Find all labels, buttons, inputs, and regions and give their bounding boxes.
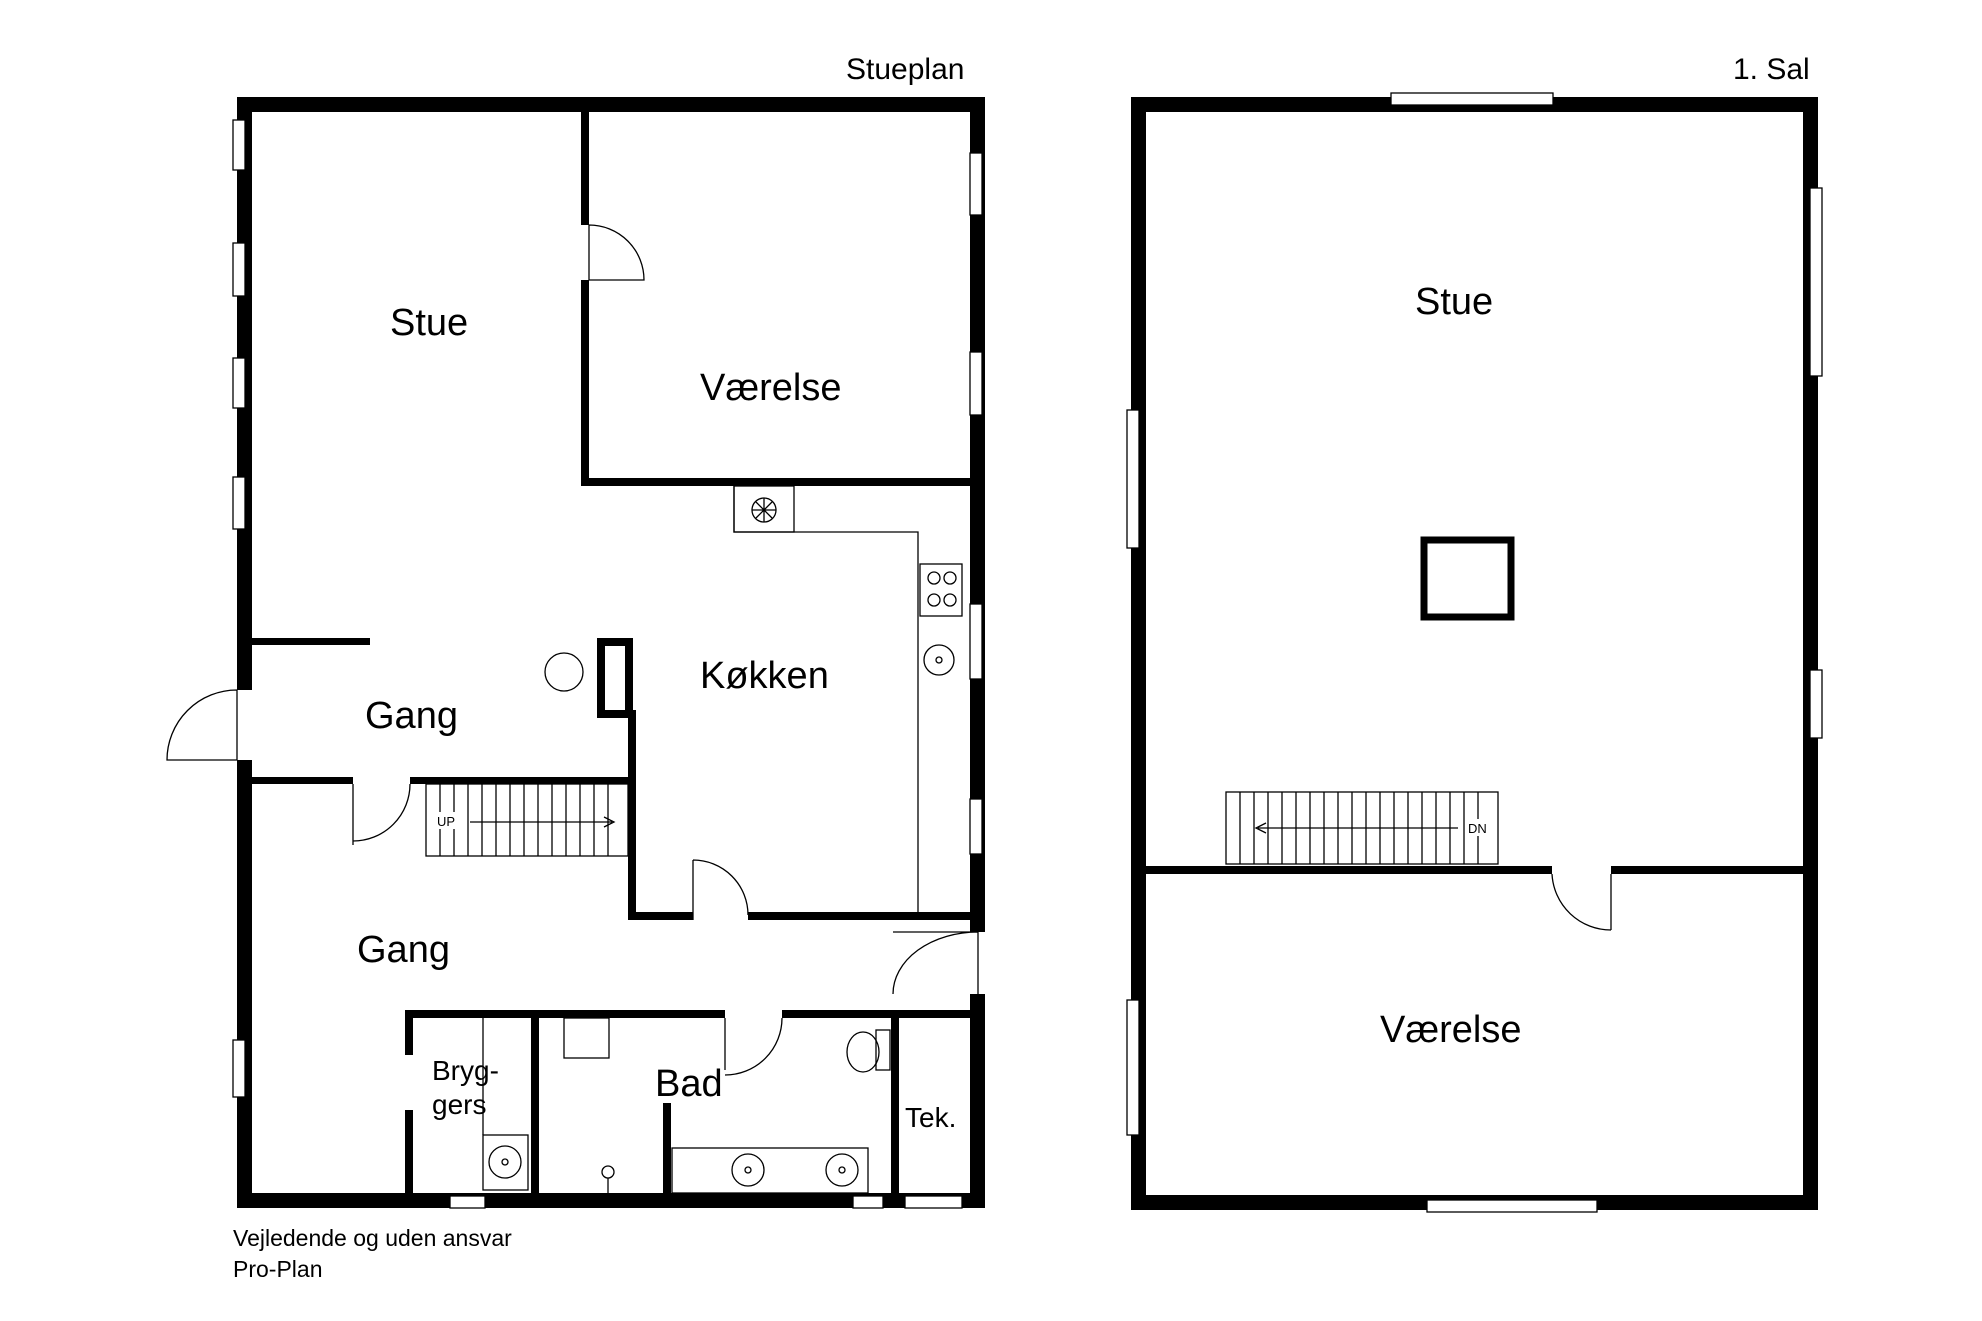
floor-drain-icon [601, 1165, 615, 1179]
window [232, 476, 246, 530]
gang-upper-wall-bottom-a [250, 777, 353, 784]
door-swing [724, 1017, 783, 1076]
bath-fixtures [482, 1017, 891, 1194]
window [232, 357, 246, 409]
gf-wall-left-lower [237, 760, 252, 1208]
kitchen-counter [733, 486, 919, 915]
vaerelse-wall-bottom [581, 478, 973, 486]
window [1390, 92, 1554, 106]
gf-wall-top [237, 97, 984, 112]
footer-credit: Pro-Plan [233, 1256, 322, 1282]
bryggers-wall-left-a [405, 1010, 413, 1055]
washer-icon [563, 1017, 610, 1059]
room-label-vaerelse: Værelse [700, 367, 842, 409]
kitchen-sink-icon [923, 644, 955, 676]
window [232, 1039, 246, 1098]
ff-windows [1126, 92, 1823, 1213]
gf-doors [166, 224, 979, 1076]
service-wall-top-a [405, 1010, 725, 1018]
door-swing [892, 931, 979, 995]
bath-vanity-icon [671, 1147, 869, 1194]
gf-staircase: UP [425, 783, 629, 857]
service-wall-top-b [782, 1010, 972, 1018]
window [969, 603, 983, 680]
window [969, 351, 983, 416]
door-swing [352, 783, 411, 845]
bad-teknik-wall [891, 1010, 899, 1200]
koekken-wall-bottom-a [628, 912, 693, 920]
bryggers-sink-icon [482, 1134, 529, 1191]
floor-title-ground: Stueplan [846, 53, 964, 86]
window [969, 152, 983, 216]
ff-chimney [1420, 536, 1515, 621]
room-label-gang-upper: Gang [365, 695, 458, 737]
room-label-koekken: Køkken [700, 655, 829, 697]
gang-upper-wall-top [250, 638, 370, 645]
ground-floor-plan: UP [166, 53, 985, 1209]
room-label-ff-vaerelse: Værelse [1380, 1009, 1522, 1051]
window [1809, 187, 1823, 377]
ff-staircase: DN [1225, 791, 1499, 865]
first-floor-plan: DN Stue Værelse 1. Sal [1126, 53, 1823, 1213]
bryggers-wall-left-b [405, 1110, 413, 1200]
gang-upper-wall-bottom-b [410, 777, 635, 784]
koekken-wall-bottom-b [748, 912, 972, 920]
chimney-pillar-left [597, 638, 605, 718]
floor-title-first: 1. Sal [1733, 53, 1810, 86]
gf-wall-right-lower [970, 994, 985, 1208]
door-swing [166, 689, 238, 761]
bath-sink-icon [731, 1153, 765, 1187]
window [1426, 1199, 1598, 1213]
window [1126, 999, 1140, 1136]
stair-up-label: UP [437, 814, 455, 829]
window [1809, 669, 1823, 739]
toilet-icon [846, 1031, 880, 1073]
ff-wall-left [1131, 97, 1146, 1210]
room-label-stue: Stue [390, 302, 468, 344]
footer-disclaimer: Vejledende og uden ansvar [233, 1225, 512, 1251]
gf-windows [232, 119, 983, 1209]
room-label-bryggers-line1: Bryg- [432, 1055, 499, 1086]
koekken-wall-left [628, 710, 636, 920]
chimney-pillar-bottom [597, 710, 633, 718]
window [449, 1195, 486, 1209]
kitchen-fixtures [544, 485, 963, 915]
door-swing [1551, 873, 1612, 931]
stove-round-icon [544, 652, 584, 692]
door-swing [692, 859, 749, 920]
room-label-teknik: Tek. [905, 1102, 956, 1133]
bath-sink-icon [825, 1153, 859, 1187]
hob-icon [919, 563, 963, 617]
gf-wall-bottom [237, 1193, 984, 1208]
room-label-bad: Bad [655, 1063, 723, 1105]
vaerelse-wall-left-top [581, 110, 589, 225]
room-label-gang-lower: Gang [357, 929, 450, 971]
bad-inner-wall [663, 1103, 671, 1200]
vaerelse-wall-left-bottom [581, 280, 589, 485]
chimney-pillar-top [597, 638, 632, 646]
ff-partition-a [1144, 866, 1552, 874]
ff-partition-b [1611, 866, 1805, 874]
chimney-pillar-right [625, 638, 633, 718]
window [852, 1195, 884, 1209]
window [1126, 409, 1140, 549]
window [232, 119, 246, 171]
stair-steps [439, 784, 609, 856]
gf-wall-right-upper [970, 97, 985, 932]
bryggers-bad-wall [531, 1010, 539, 1200]
stair-down-label: DN [1468, 821, 1487, 836]
window [904, 1195, 963, 1209]
room-label-bryggers-line2: gers [432, 1089, 486, 1120]
room-label-ff-stue: Stue [1415, 281, 1493, 323]
extractor-hood [733, 485, 795, 533]
window [232, 242, 246, 297]
door-swing [588, 224, 645, 281]
window [969, 798, 983, 855]
